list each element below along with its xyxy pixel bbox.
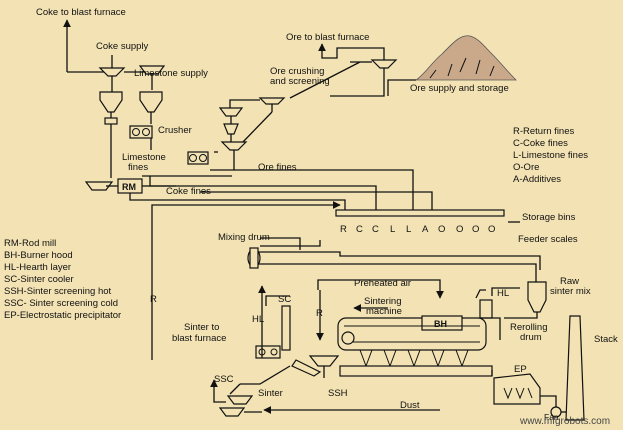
- label-ore-supply: Ore supply and storage: [410, 83, 509, 94]
- legend-left-item: HL-Hearth layer: [4, 262, 71, 273]
- label-hl-left: HL: [252, 314, 264, 325]
- ore-pile: [414, 35, 517, 81]
- legend-left-item: EP-Electrostatic precipitator: [4, 310, 121, 321]
- label-storage-bins: Storage bins: [522, 212, 576, 223]
- legend-top-item: L-Limestone fines: [513, 150, 588, 161]
- label-coke-fines: Coke fines: [166, 186, 211, 197]
- label-limestone-supply: Limestone supply: [134, 68, 208, 79]
- label-stack: Stack: [594, 334, 618, 345]
- bin-letter: L: [390, 224, 395, 235]
- legend-top-item: O-Ore: [513, 162, 539, 173]
- label-sc: SC: [278, 294, 291, 305]
- legend-left: RM-Rod mill BH-Burner hood HL-Hearth lay…: [4, 238, 121, 321]
- label-sintering-1: Sintering: [364, 296, 402, 307]
- bin-letter: C: [356, 224, 363, 235]
- coke-hopper: [99, 91, 123, 113]
- bin-letters: R C C L L A O O O O: [340, 224, 495, 235]
- legend-left-item: RM-Rod mill: [4, 238, 56, 249]
- label-ssc: SSC: [214, 374, 234, 385]
- storage-bins: [335, 209, 505, 217]
- bin-letter: O: [438, 224, 445, 235]
- legend-top-item: A-Additives: [513, 174, 561, 185]
- label-preheated-air: Preheated air: [354, 278, 411, 289]
- sinter-screening-hot: [308, 355, 340, 367]
- label-feeder-scales: Feeder scales: [518, 234, 578, 245]
- bin-letter: C: [372, 224, 379, 235]
- label-ore-crushing-2: and screening: [270, 76, 330, 87]
- label-rerolling-2: drum: [520, 332, 542, 343]
- label-ore-to-bf: Ore to blast furnace: [286, 32, 369, 43]
- label-sinter-bf-2: blast furnace: [172, 333, 226, 344]
- bin-letter: O: [456, 224, 463, 235]
- label-ssh: SSH: [328, 388, 348, 399]
- label-hl-right: HL: [497, 288, 509, 299]
- sinter-cooler: [281, 305, 291, 351]
- label-coke-to-bf: Coke to blast furnace: [36, 7, 126, 18]
- label-sinter-bf-1: Sinter to: [184, 322, 219, 333]
- label-fan: Fan: [544, 412, 559, 422]
- label-raw-mix-2: sinter mix: [550, 286, 591, 297]
- legend-top-item: R-Return fines: [513, 126, 574, 137]
- stack: [565, 315, 585, 421]
- label-mixing-drum: Mixing drum: [218, 232, 270, 243]
- legend-left-item: SC-Sinter cooler: [4, 274, 74, 285]
- legend-left-item: SSH-Sinter screening hot: [4, 286, 112, 297]
- label-crusher: Crusher: [158, 125, 192, 136]
- sinter-screening-cold: [226, 395, 254, 405]
- label-bh: BH: [434, 319, 447, 329]
- legend-left-item: BH-Burner hood: [4, 250, 73, 261]
- bin-letter: A: [422, 224, 429, 235]
- label-limestone-fines-1: Limestone: [122, 152, 166, 163]
- label-limestone-fines-2: fines: [128, 162, 148, 173]
- label-rerolling-1: Rerolling: [510, 322, 548, 333]
- legend-top-item: C-Coke fines: [513, 138, 568, 149]
- bin-letter: L: [406, 224, 411, 235]
- label-ore-fines: Ore fines: [258, 162, 297, 173]
- bin-letter: O: [472, 224, 479, 235]
- mixing-drum: [249, 247, 259, 269]
- label-ep: EP: [514, 364, 527, 375]
- raw-mix-hopper: [527, 281, 547, 313]
- label-r-left: R: [150, 294, 157, 305]
- label-r-mid: R: [316, 308, 323, 319]
- coke-splitter: [98, 67, 126, 77]
- label-raw-mix-1: Raw: [560, 276, 579, 287]
- legend-top: R-Return fines C-Coke fines L-Limestone …: [513, 126, 588, 185]
- label-sintering-2: machine: [366, 306, 402, 317]
- bin-letter: R: [340, 224, 347, 235]
- bin-letter: O: [488, 224, 495, 235]
- limestone-splitter: [138, 65, 166, 75]
- label-dust: Dust: [400, 400, 420, 411]
- label-ore-crushing-1: Ore crushing: [270, 66, 324, 77]
- label-rm: RM: [122, 182, 136, 192]
- limestone-hopper: [139, 91, 163, 113]
- label-sinter: Sinter: [258, 388, 283, 399]
- label-coke-supply: Coke supply: [96, 41, 149, 52]
- legend-left-item: SSC- Sinter screening cold: [4, 298, 118, 309]
- watermark: www.mfgrobots.com: [519, 416, 610, 427]
